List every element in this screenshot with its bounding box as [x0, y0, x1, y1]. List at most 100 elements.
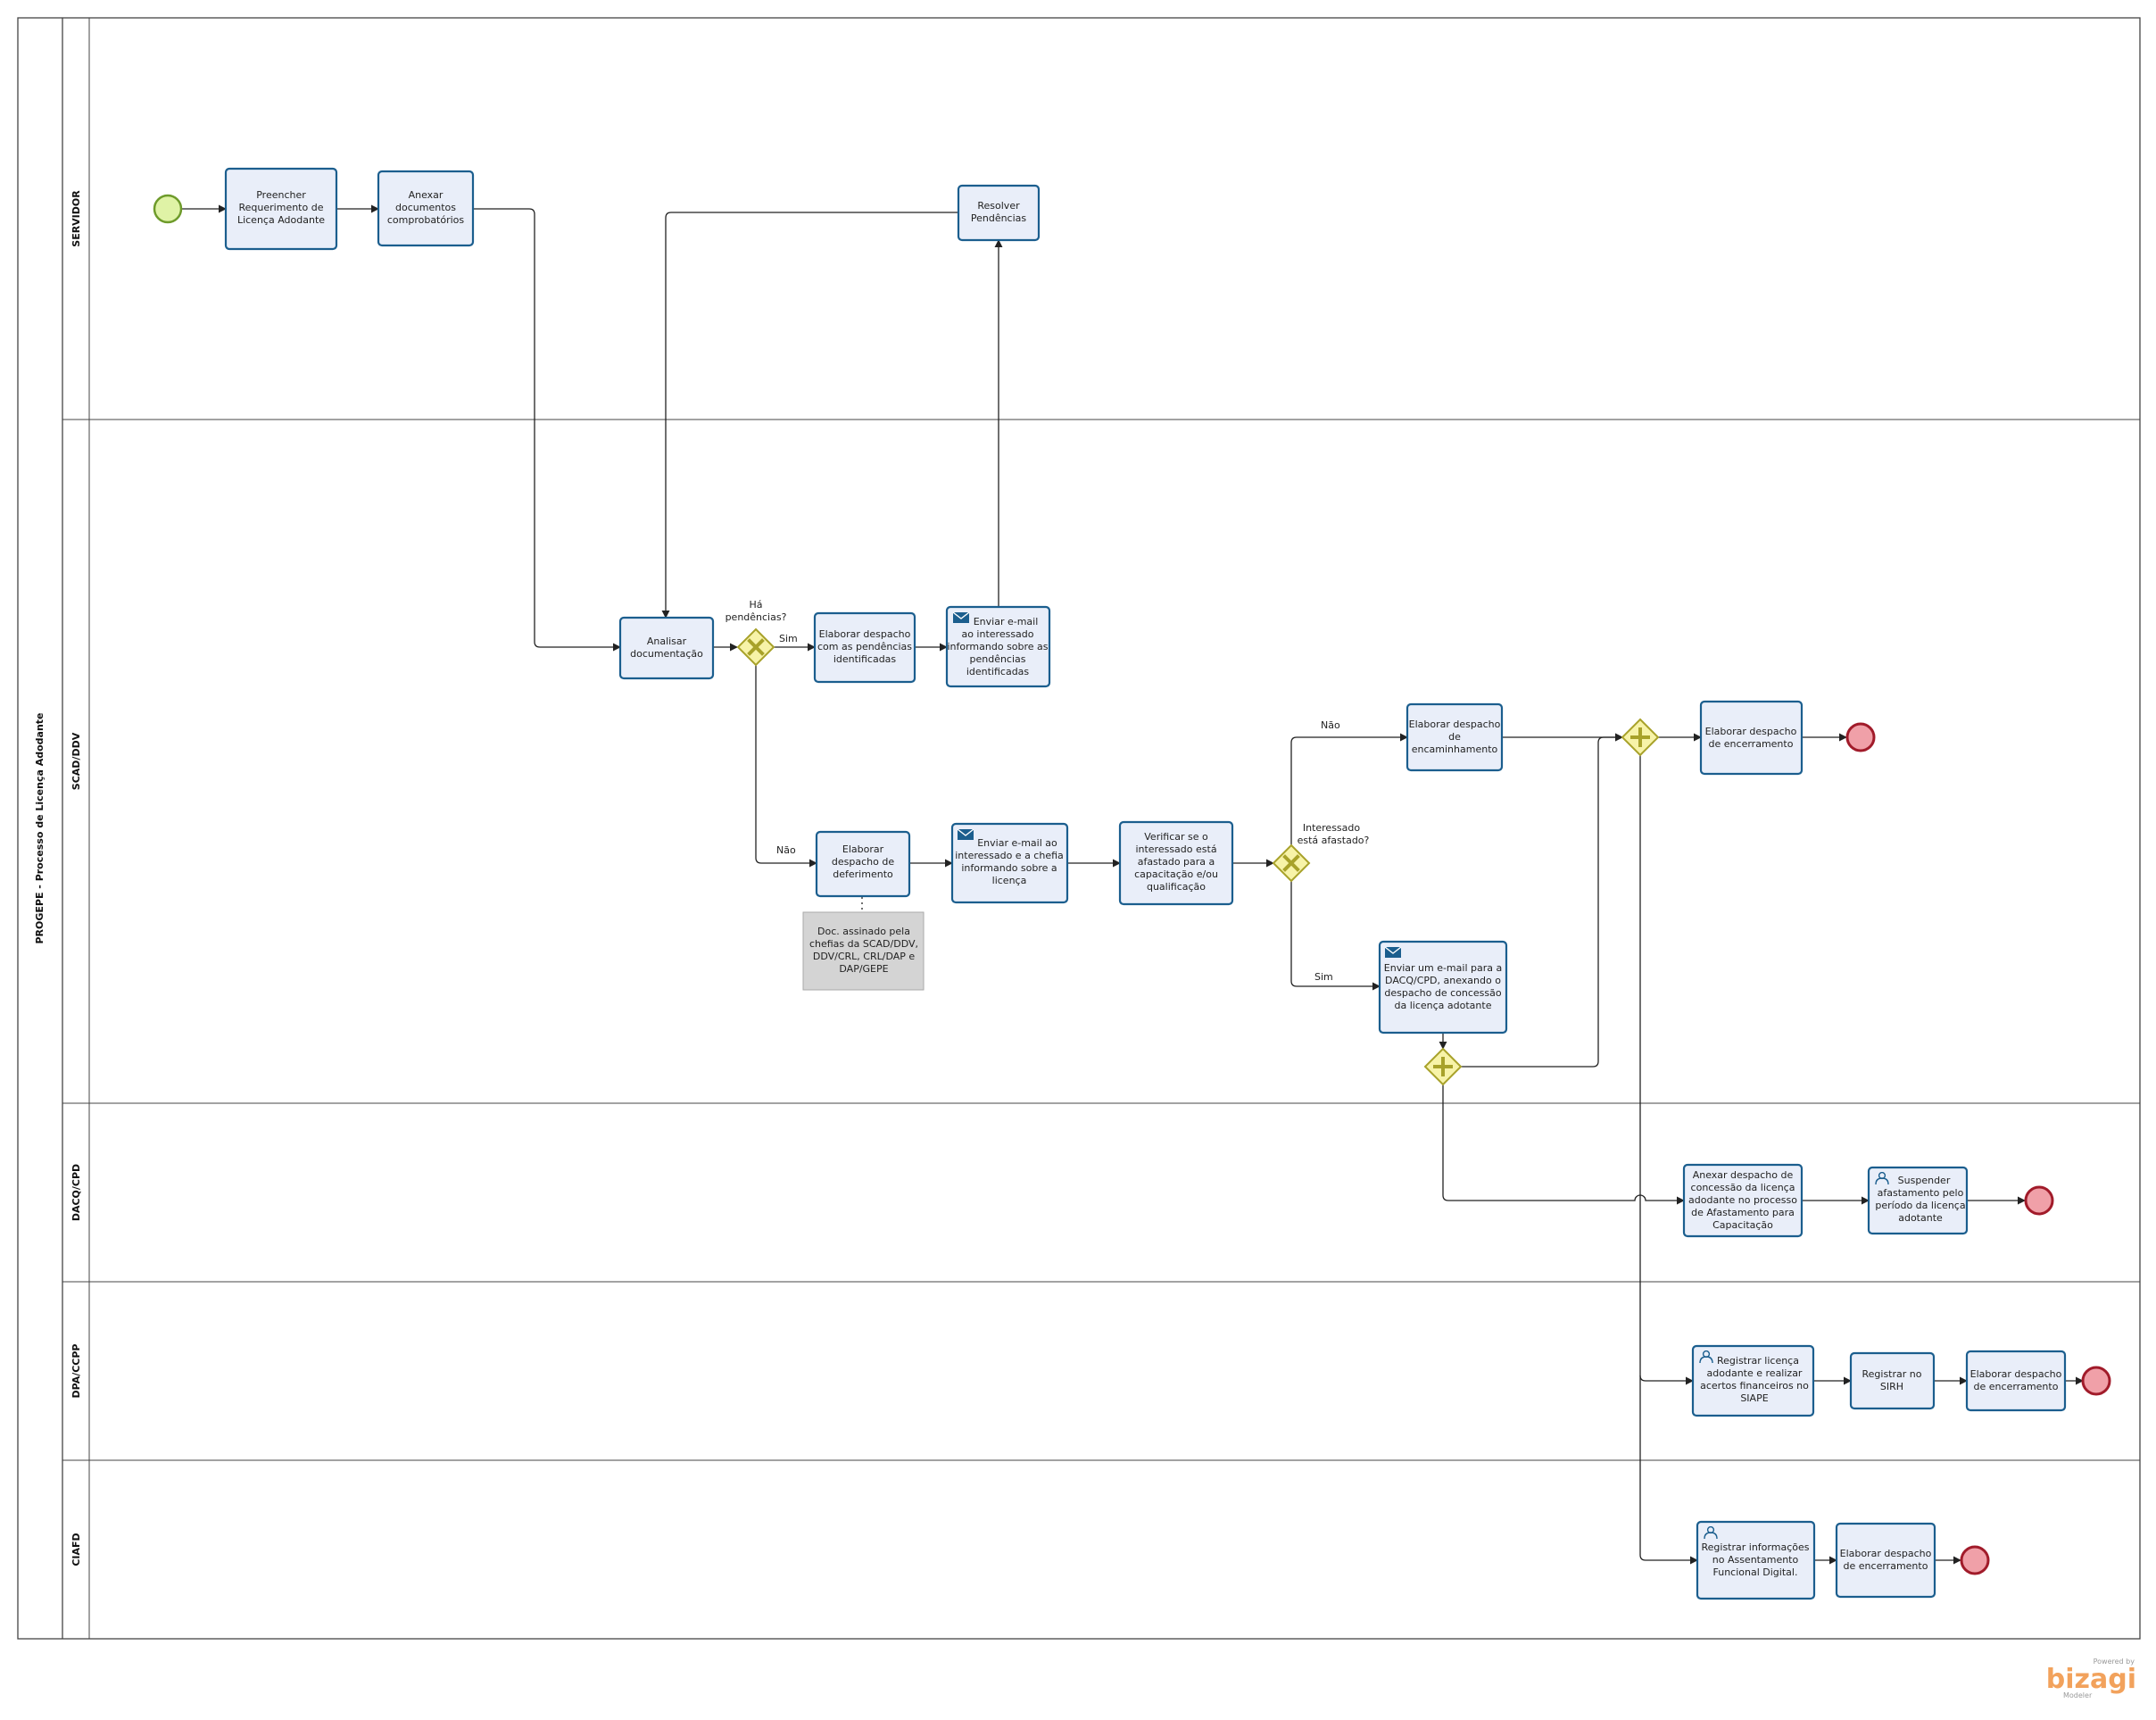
- end-event-3: [2081, 1366, 2111, 1396]
- task-verificar-line-1: Verificar se o: [1144, 831, 1208, 843]
- annotation-line-4: DAP/GEPE: [839, 963, 888, 975]
- task-registrar-lic-line-4: SIAPE: [1740, 1392, 1768, 1404]
- flow-gw4-registrarinfo: [1639, 1375, 1698, 1565]
- task-registrar-info-line-2: no Assentamento: [1712, 1554, 1799, 1566]
- task-elab-encerr-2-line-1: Elaborar despacho: [1970, 1368, 2062, 1380]
- task-elab-encerr-2-line-2: de encerramento: [1974, 1381, 2059, 1392]
- task-preencher-line-3: Licença Adodante: [237, 214, 325, 226]
- task-registrar-lic-line-1: Registrar licença: [1717, 1355, 1799, 1367]
- gateway-pendencias[interactable]: [736, 627, 775, 667]
- task-elab-defer-line-2: despacho de: [832, 856, 894, 868]
- envelope-icon: [953, 612, 969, 623]
- task-email-pend-line-4: pendências: [969, 653, 1025, 665]
- gateway-afastado-line-1: Interessado: [1303, 822, 1361, 834]
- task-email-dacq-line-4: da licença adotante: [1395, 1000, 1492, 1011]
- task-email-pend-line-3: informando sobre as: [947, 641, 1048, 652]
- task-registrar-sirh-line-1: Registrar no: [1862, 1368, 1922, 1380]
- gateway-pendencias-line-2: pendências?: [726, 611, 787, 623]
- flow-gw1-elabdefer: [755, 665, 817, 868]
- task-elab-encam-line-2: de: [1448, 731, 1461, 743]
- annotation-line-2: chefias da SCAD/DDV,: [809, 938, 918, 950]
- task-elab-defer-line-3: deferimento: [833, 868, 893, 880]
- logo-modeler: Modeler: [2063, 1691, 2093, 1699]
- task-verificar-line-2: interessado está: [1135, 843, 1216, 855]
- task-email-chefia-line-3: informando sobre a: [961, 862, 1057, 874]
- task-resolver-line-1: Resolver: [977, 200, 1020, 212]
- task-registrar-lic-line-3: acertos financeiros no: [1700, 1380, 1809, 1392]
- end-event-2: [2024, 1185, 2054, 1216]
- task-email-dacq-line-2: DACQ/CPD, anexando o: [1385, 975, 1501, 986]
- flow-resolver-analisar: [661, 212, 958, 619]
- task-elab-pend-line-3: identificadas: [833, 653, 897, 665]
- flow-gw2-elabencam: [1290, 733, 1408, 845]
- flow-label-sim-2: Sim: [1314, 971, 1333, 983]
- bizagi-logo: Powered by bizagi Modeler: [2046, 1658, 2136, 1699]
- task-elab-encerr-3-line-1: Elaborar despacho: [1840, 1548, 1932, 1559]
- task-verificar-line-5: qualificação: [1147, 881, 1206, 893]
- task-email-chefia-line-2: interessado e a chefia: [955, 850, 1064, 861]
- gateway-parallel-join[interactable]: [1621, 718, 1660, 757]
- envelope-icon: [1385, 947, 1401, 958]
- pool-label: PROGEPE - Processo de Licença Adodante: [34, 712, 46, 943]
- pool: [17, 17, 2141, 1640]
- task-email-pend-line-5: identificadas: [966, 666, 1030, 677]
- envelope-icon: [958, 829, 974, 840]
- task-verificar-line-4: capacitação e/ou: [1134, 868, 1218, 880]
- task-anexar-desp-line-3: adodante no processo: [1688, 1194, 1797, 1206]
- task-suspender-line-1: Suspender: [1898, 1175, 1951, 1186]
- flow-label-sim-1: Sim: [779, 633, 798, 644]
- task-elab-pend-line-2: com as pendências: [817, 641, 912, 652]
- flow-gw3-anexardesp: [1442, 1084, 1685, 1205]
- task-email-chefia-line-4: licença: [992, 875, 1027, 886]
- flow-anexar-analisar: [473, 208, 621, 652]
- gateway-afastado-line-2: está afastado?: [1298, 835, 1370, 846]
- lane-label-dacq: DACQ/CPD: [70, 1164, 82, 1221]
- gateway-afastado[interactable]: [1272, 843, 1311, 883]
- task-registrar-sirh-line-2: SIRH: [1880, 1381, 1903, 1392]
- lane-label-servidor: SERVIDOR: [70, 190, 82, 247]
- task-preencher-line-1: Preencher: [256, 189, 306, 201]
- lane-label-scad: SCAD/DDV: [70, 732, 82, 790]
- logo-brand: bizagi: [2046, 1664, 2136, 1695]
- task-anexar-line-1: Anexar: [409, 189, 444, 201]
- logo-powered-by: Powered by: [2094, 1658, 2135, 1666]
- task-anexar-desp-line-1: Anexar despacho de: [1693, 1169, 1794, 1181]
- gateway-parallel-split[interactable]: [1423, 1047, 1463, 1086]
- task-email-chefia-line-1: Enviar e-mail ao: [977, 837, 1057, 849]
- sequence-flows: [181, 204, 2084, 1565]
- lane-label-dpa: DPA/CCPP: [70, 1344, 82, 1399]
